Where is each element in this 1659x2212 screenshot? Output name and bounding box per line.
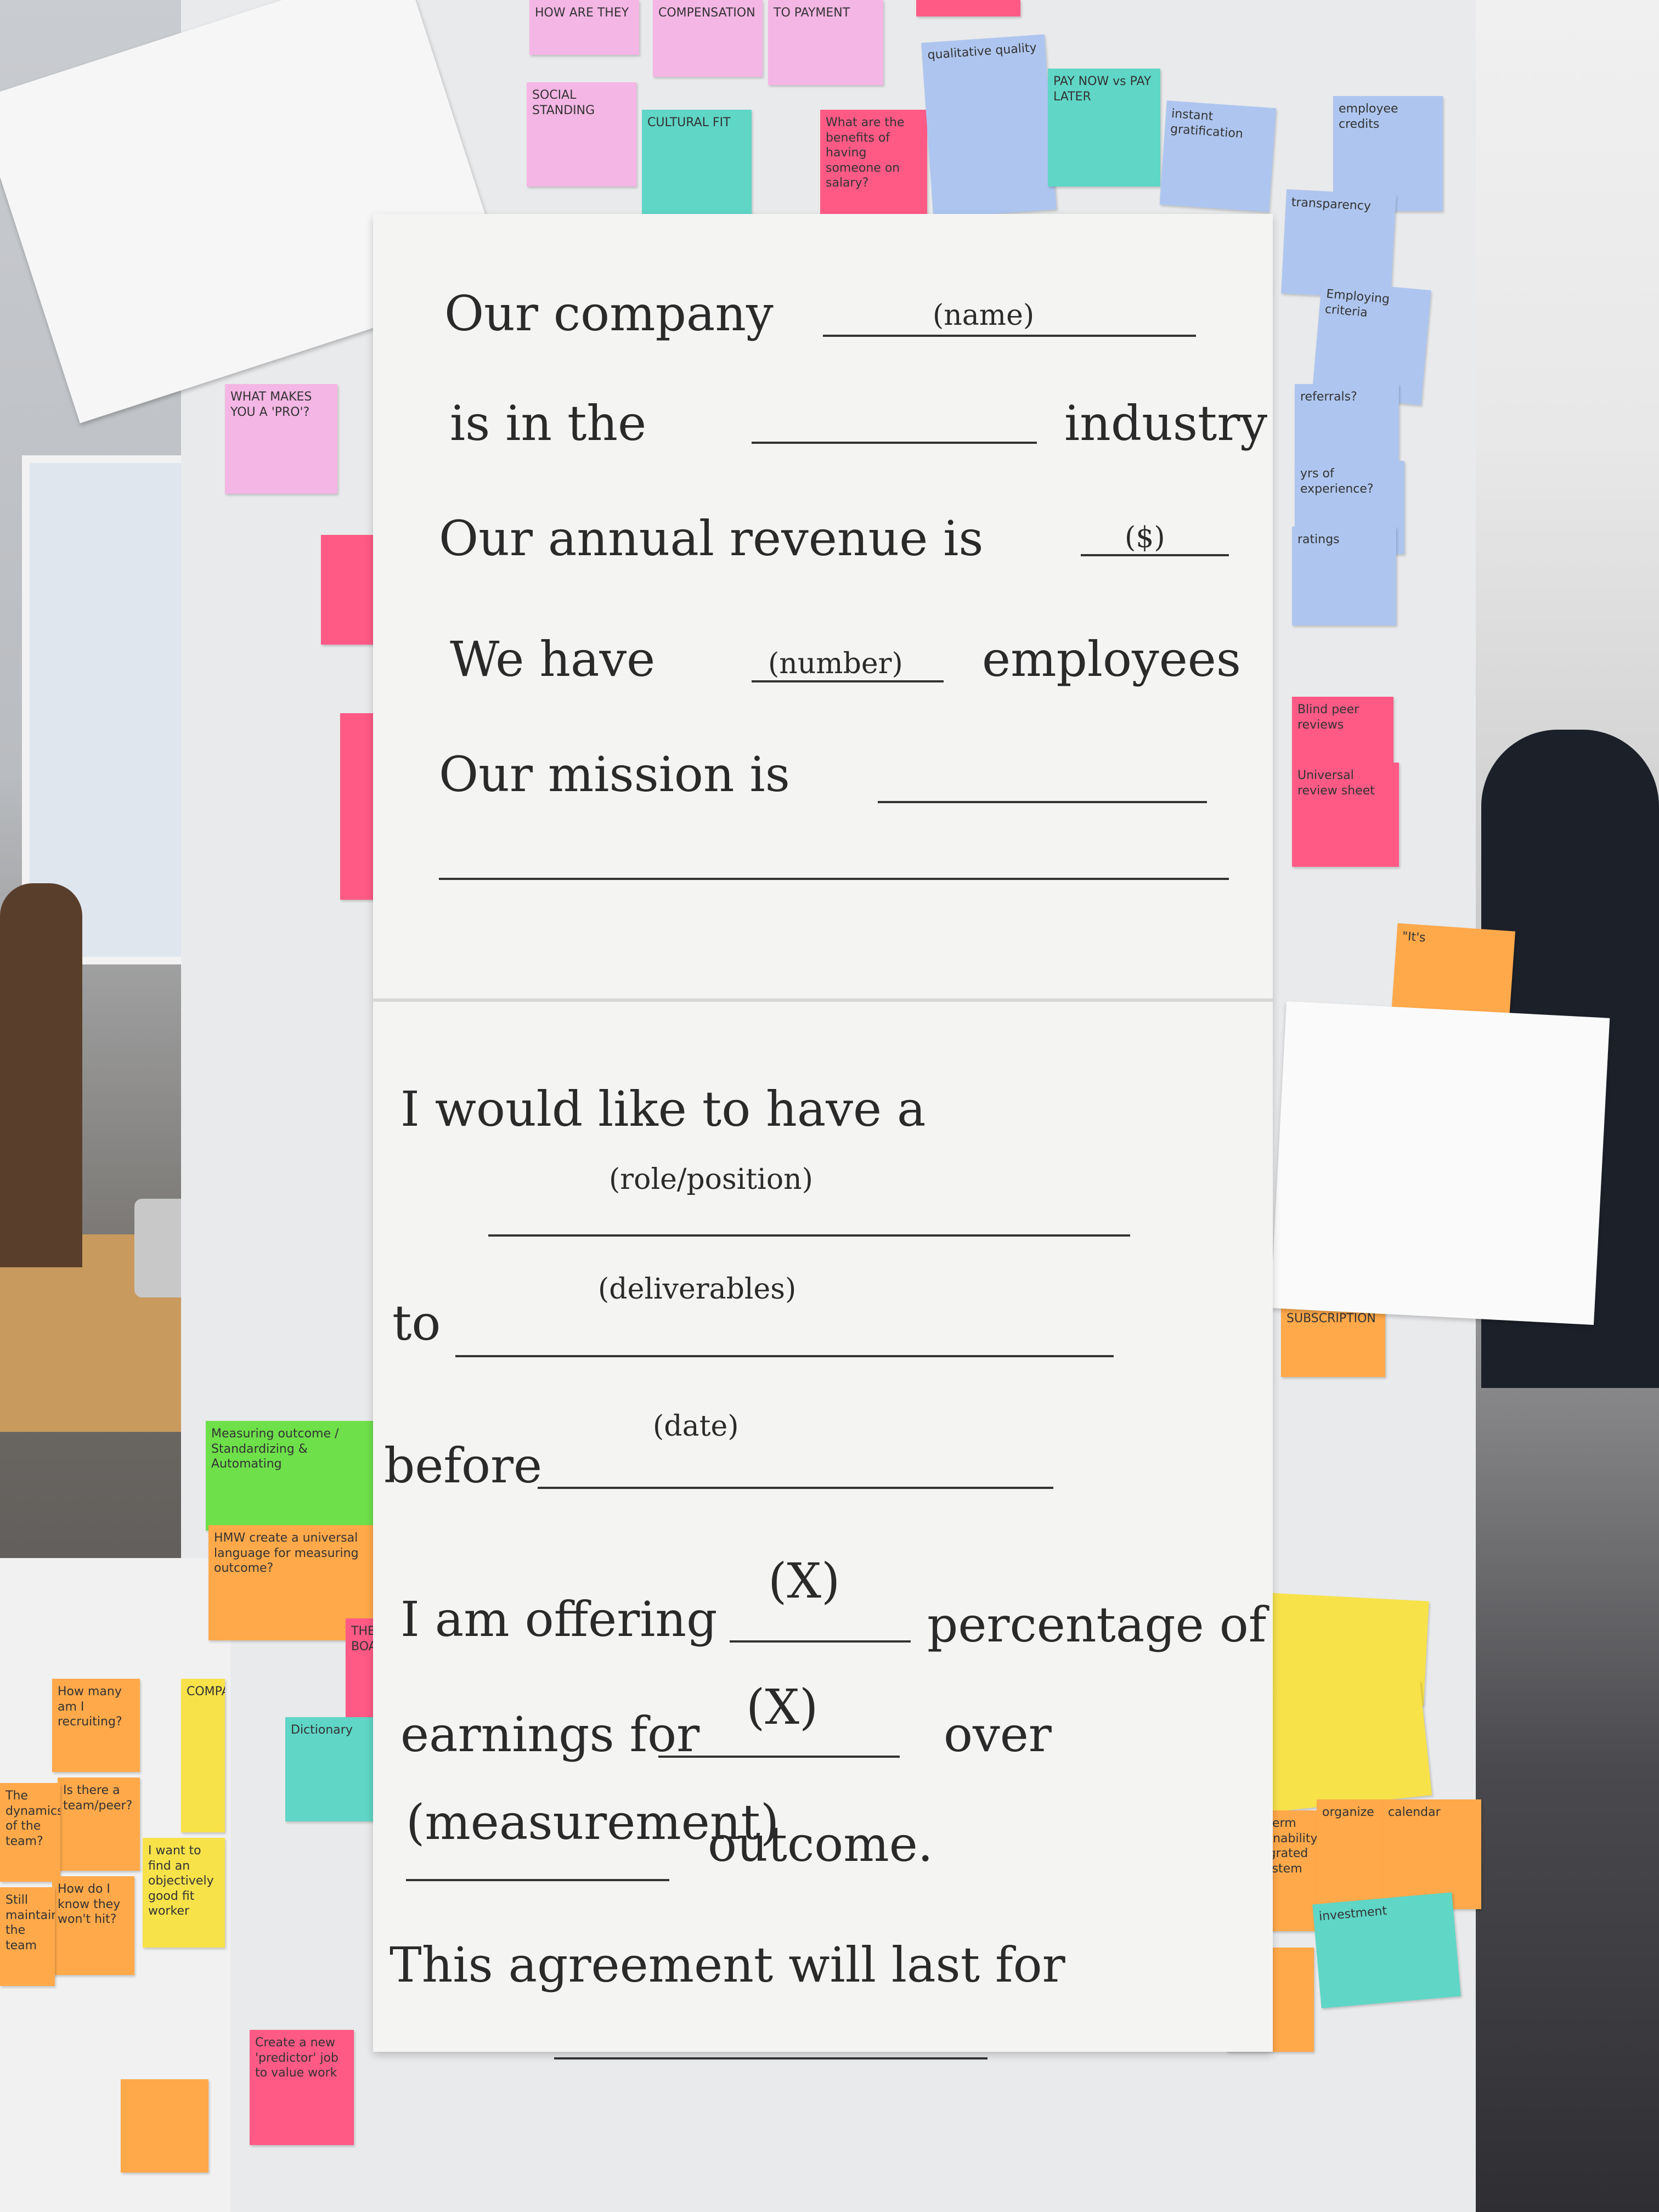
blank-employees: [752, 680, 944, 682]
blank-industry: [752, 442, 1037, 444]
poster-line-mission: Our mission is: [439, 746, 790, 803]
blank-date: [538, 1487, 1053, 1489]
sticky-how-many: How many am I recruiting?: [52, 1679, 140, 1772]
sticky-is-there: Is there a team/peer?: [58, 1778, 140, 1871]
sticky-story: [321, 535, 379, 645]
hint-date: (date): [653, 1410, 739, 1443]
poster-line-company: Our company: [444, 285, 774, 342]
blank-revenue: [1081, 554, 1229, 556]
sticky-pay-now: PAY NOW vs PAY LATER: [1048, 69, 1160, 187]
hint-measurement: (measurement): [406, 1794, 780, 1850]
poster-word-to: to: [392, 1295, 441, 1351]
sticky-want-find: I want to find an objectively good fit w…: [143, 1838, 225, 1948]
sticky-investment: investment: [1312, 1892, 1461, 2008]
poster-word-employees: employees: [982, 631, 1242, 687]
poster-line-would-like: I would like to have a: [400, 1081, 926, 1137]
notes-sheet-right: [1270, 1001, 1610, 1325]
poster-word-over: over: [944, 1706, 1052, 1763]
sticky-how-are-they: HOW ARE THEY: [529, 0, 639, 55]
blank-percentage: [730, 1640, 911, 1643]
poster-line-offering: I am offering: [400, 1591, 718, 1647]
poster-word-before: before: [384, 1437, 543, 1494]
window: [22, 455, 202, 964]
blank-role: [488, 1234, 1130, 1237]
poster-line-revenue: Our annual revenue is: [439, 510, 984, 567]
sticky-instant: instant gratification: [1159, 100, 1277, 212]
sticky-what-makes: WHAT MAKES YOU A 'PRO'?: [225, 384, 337, 494]
sticky-company: COMPANY: [181, 1679, 225, 1832]
poster-line-earnings: earnings for: [400, 1706, 700, 1763]
sticky-subscription: SUBSCRIPTION: [1281, 1306, 1385, 1377]
sticky-social-standing: SOCIAL STANDING: [527, 82, 636, 187]
hint-revenue: ($): [1125, 521, 1165, 554]
sticky-benefits: What are the benefits of having someone …: [820, 110, 927, 214]
sticky-create-predictor: Create a new 'predictor' job to value wo…: [250, 2030, 354, 2145]
sticky-compensation: COMPENSATION: [653, 0, 763, 77]
blank-earnings: [658, 1756, 900, 1758]
hint-x-1: (X): [768, 1553, 840, 1609]
hint-number: (number): [768, 647, 903, 680]
blank-mission-2: [439, 878, 1229, 880]
sticky-calendar: calendar: [1383, 1799, 1481, 1909]
poster-line-agreement: This agreement will last for: [390, 1937, 1065, 1993]
blank-company-name: [823, 335, 1196, 337]
blank-deliverables: [455, 1355, 1114, 1357]
poster-word-outcome: outcome.: [708, 1816, 933, 1872]
sticky-measuring: Measuring outcome / Standardizing & Auto…: [206, 1421, 381, 1531]
sticky-how-do: How do I know they won't hit?: [52, 1876, 134, 1975]
sticky-left-strip: [340, 713, 379, 900]
sticky-hot-top: [916, 0, 1020, 16]
poster-line-employees: We have: [450, 631, 656, 687]
hint-role: (role/position): [609, 1163, 813, 1196]
sticky-qualitative: qualitative quality: [921, 34, 1057, 218]
blank-mission-1: [878, 801, 1207, 803]
sticky-bottom-left: [121, 2079, 208, 2172]
sticky-ratings: ratings: [1292, 527, 1396, 625]
blank-measurement: [406, 1879, 669, 1881]
sticky-cultural-fit: CULTURAL FIT: [642, 110, 752, 214]
chart-paper-poster: [373, 214, 1273, 2052]
sticky-dynamics: The dynamics of the team?: [0, 1783, 60, 1882]
person-left: [0, 883, 82, 1267]
blank-duration: [554, 2057, 988, 2059]
sticky-to-payment: TO PAYMENT: [768, 0, 883, 85]
sticky-blind: Blind peer reviews: [1292, 697, 1393, 768]
sticky-employee-credits: employee credits: [1333, 96, 1443, 211]
poster-line-industry: is in the: [450, 395, 647, 452]
poster-word-percentage: percentage of: [927, 1596, 1267, 1653]
sticky-universal: Universal review sheet: [1292, 763, 1399, 867]
hint-x-2: (X): [746, 1679, 819, 1735]
sticky-still: Still maintain the team: [0, 1887, 55, 1986]
poster-word-industry: industry: [1064, 395, 1268, 452]
poster-fold-line: [373, 998, 1273, 1002]
hint-deliverables: (deliverables): [598, 1273, 797, 1306]
hint-name: (name): [933, 299, 1035, 332]
